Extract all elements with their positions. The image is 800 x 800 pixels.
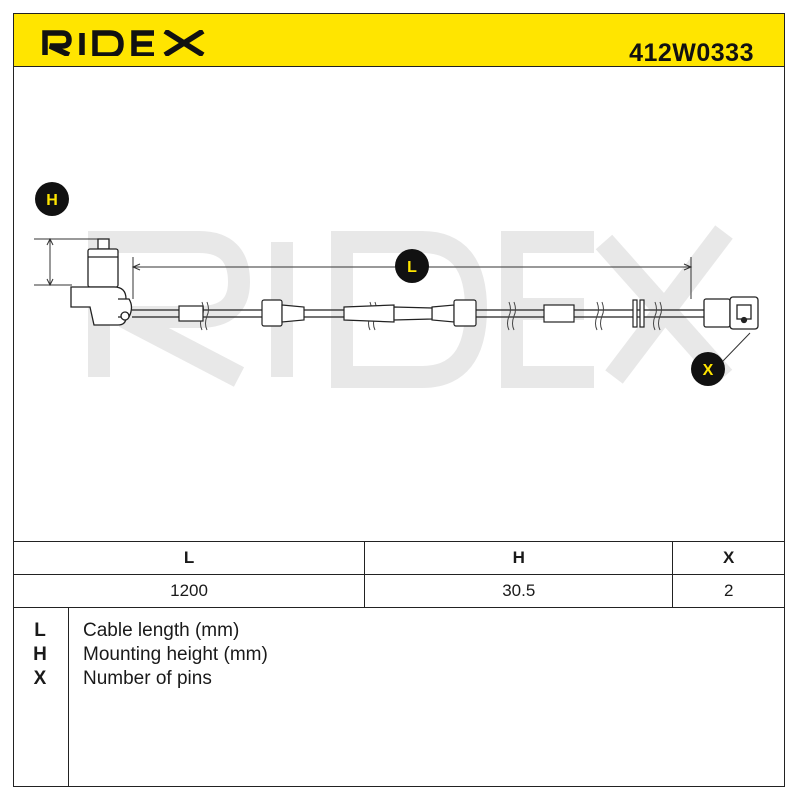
legend-key: L	[34, 620, 46, 641]
height-dimension	[34, 237, 98, 287]
label-x: X	[703, 362, 714, 379]
legend-description: Number of pins	[83, 668, 212, 689]
column-header-l: L	[12, 541, 366, 575]
part-number: 412W0333	[629, 39, 754, 67]
label-x-badge	[691, 352, 725, 386]
legend-key: X	[33, 668, 47, 689]
pin-leader-line	[721, 332, 751, 363]
legend-box: L Cable length (mm) H Mounting height (m…	[13, 607, 785, 787]
header-bar: 412W0333	[13, 13, 785, 67]
technical-drawing: H L	[34, 182, 759, 388]
break-mark-icon	[200, 301, 662, 331]
column-header-x: X	[672, 541, 785, 575]
column-header-h: H	[364, 541, 674, 575]
sensor-head-icon	[70, 238, 133, 326]
label-l: L	[407, 259, 417, 276]
legend-divider	[68, 608, 69, 786]
dimensions-value-row: 1200 30.5 2	[12, 574, 785, 608]
label-h-badge	[35, 182, 69, 216]
label-h: H	[46, 192, 58, 209]
label-l-badge	[395, 249, 429, 283]
legend-key: H	[33, 644, 47, 665]
cable-clip-icon	[178, 299, 645, 328]
ridex-logo	[42, 30, 205, 56]
value-h: 30.5	[364, 574, 674, 608]
legend-description: Mounting height (mm)	[83, 644, 268, 665]
dimensions-header-row: L H X	[12, 541, 785, 575]
dimensions-table: L H X 1200 30.5 2	[12, 541, 785, 608]
value-l: 1200	[12, 574, 366, 608]
value-x: 2	[672, 574, 785, 608]
legend-description: Cable length (mm)	[83, 620, 240, 641]
connector-plug-icon	[703, 296, 759, 330]
